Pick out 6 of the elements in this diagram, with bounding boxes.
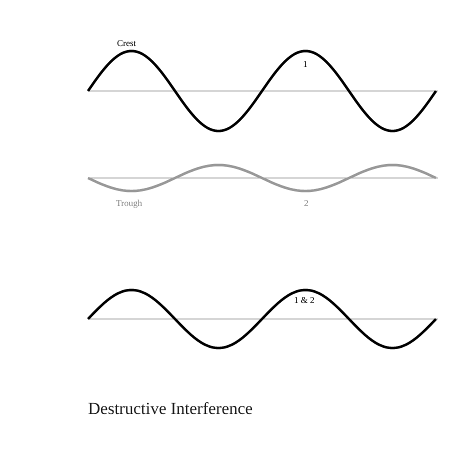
wave-label: 1 & 2 — [294, 296, 315, 305]
wave-label: 2 — [304, 199, 308, 208]
wave-label: Crest — [117, 39, 136, 48]
wave-label: Trough — [116, 199, 142, 208]
wave-label: 1 — [303, 60, 308, 69]
caption: Destructive Interference — [88, 400, 253, 417]
